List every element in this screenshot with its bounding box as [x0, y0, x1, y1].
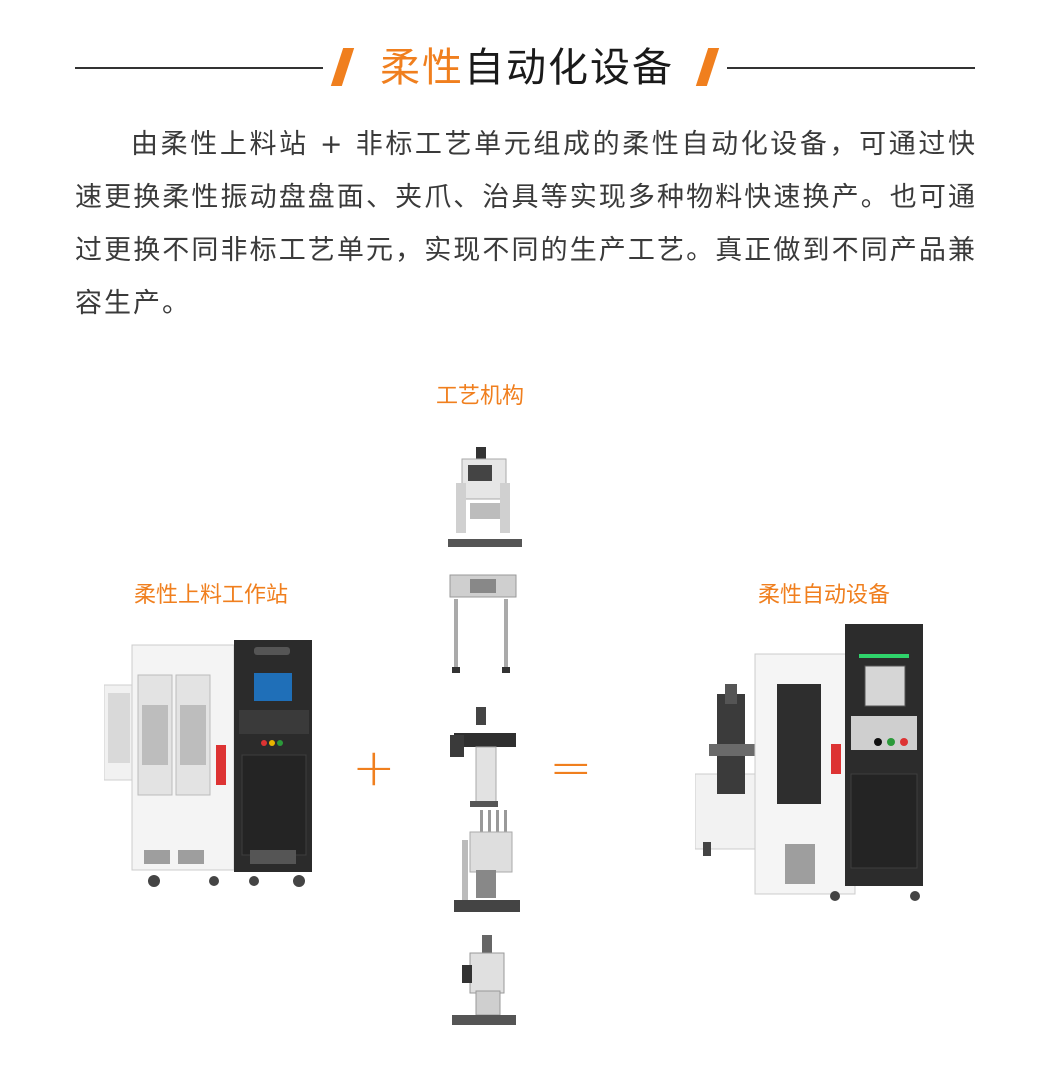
title-right-slash — [695, 48, 720, 86]
title-right-rule — [727, 67, 975, 69]
title-left-rule — [75, 67, 323, 69]
page-title: 柔性自动化设备 — [367, 38, 687, 98]
equals-sign: = — [549, 738, 593, 798]
process-mechanism-image-1 — [440, 447, 530, 555]
process-mechanism-image-3 — [440, 705, 530, 813]
loading-station-image — [104, 635, 320, 891]
process-mechanism-image-2 — [440, 571, 530, 679]
automation-equipment-label: 柔性自动设备 — [757, 583, 890, 608]
title-main-text: 自动化设备 — [464, 45, 674, 91]
title-accent-text: 柔性 — [380, 45, 464, 91]
automation-equipment-image — [695, 624, 935, 906]
process-mechanism-label: 工艺机构 — [435, 384, 524, 409]
loading-station-label: 柔性上料工作站 — [133, 583, 288, 608]
process-mechanism-image-5 — [440, 935, 530, 1039]
title-left-slash — [330, 48, 355, 86]
process-mechanism-image-4 — [440, 810, 530, 920]
section-title: 柔性自动化设备 — [75, 38, 975, 98]
intro-paragraph: 由柔性上料站 + 非标工艺单元组成的柔性自动化设备，可通过快速更换柔性振动盘盘面… — [75, 129, 977, 319]
plus-sign: + — [352, 738, 396, 798]
